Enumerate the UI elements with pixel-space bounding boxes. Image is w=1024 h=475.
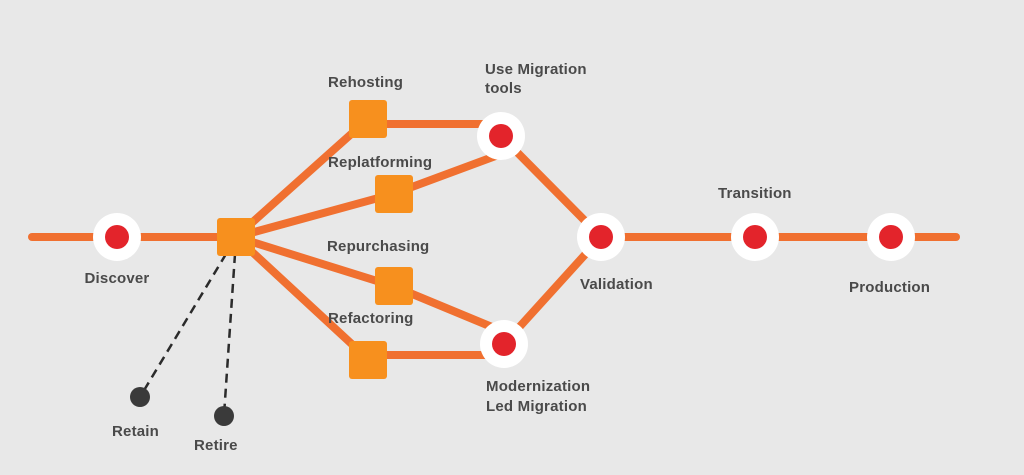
line-hub-to-replatforming (232, 190, 397, 241)
label-use-migration-line1: Use Migration (485, 61, 587, 78)
label-rehosting: Rehosting (328, 74, 403, 91)
label-modernization-line1: Modernization (486, 378, 590, 395)
node-modernization-led-migration (480, 320, 528, 368)
dashed-line-retain (138, 253, 228, 398)
label-repurchasing: Repurchasing (327, 238, 429, 255)
dashed-lines (138, 253, 237, 416)
refactoring-square (349, 341, 387, 379)
line-hub-to-refactoring (232, 233, 372, 363)
label-replatforming: Replatforming (328, 154, 432, 171)
node-use-migration-tools (477, 112, 525, 160)
label-validation: Validation (580, 276, 653, 293)
replatforming-square (375, 175, 413, 213)
label-modernization-line2: Led Migration (486, 398, 587, 415)
strategy-squares (217, 100, 413, 379)
node-discover (93, 213, 141, 261)
label-transition: Transition (718, 185, 792, 202)
hub-square (217, 218, 255, 256)
rehosting-square (349, 100, 387, 138)
retire-dot (214, 406, 234, 426)
dashed-line-retire (222, 253, 237, 416)
line-hub-to-repurchasing (232, 233, 397, 290)
label-retire: Retire (194, 437, 238, 454)
label-production: Production (849, 279, 930, 296)
line-modernization-to-validation (500, 233, 605, 348)
node-validation (577, 213, 625, 261)
label-refactoring: Refactoring (328, 310, 414, 327)
label-retain: Retain (112, 423, 159, 440)
repurchasing-square (375, 267, 413, 305)
line-hub-to-rehosting (232, 115, 372, 241)
node-transition (731, 213, 779, 261)
node-production (867, 213, 915, 261)
label-discover: Discover (85, 270, 150, 287)
retain-dot (130, 387, 150, 407)
label-use-migration-line2: tools (485, 80, 522, 97)
